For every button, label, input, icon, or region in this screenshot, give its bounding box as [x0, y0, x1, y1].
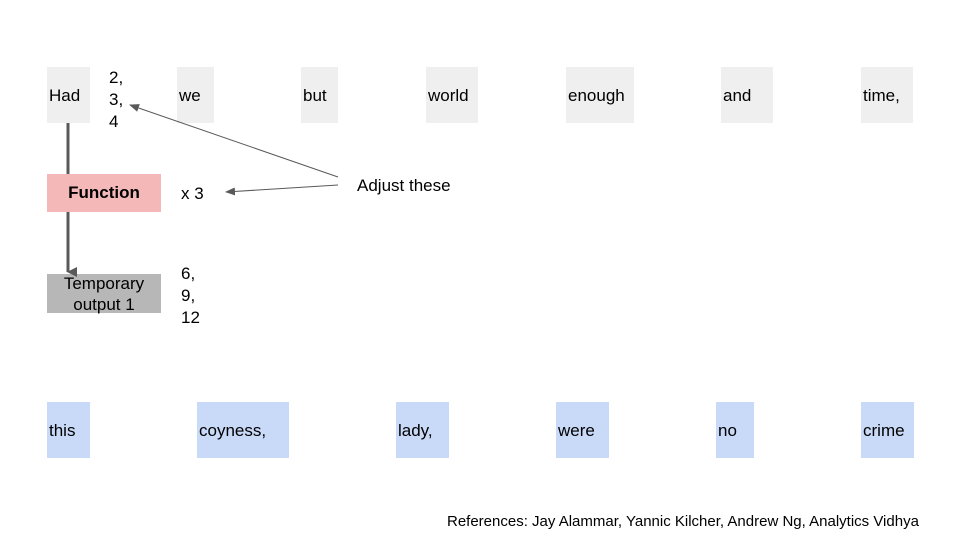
- token-top-but: but: [301, 67, 338, 123]
- multiplier-label: x 3: [181, 184, 204, 203]
- token-bottom-crime: crime: [861, 402, 914, 458]
- output-values: 6, 9, 12: [181, 263, 200, 329]
- token-bottom-were: were: [556, 402, 609, 458]
- function-box: Function: [47, 174, 161, 212]
- token-bottom-this: this: [47, 402, 90, 458]
- token-top-and: and: [721, 67, 773, 123]
- arrow-annotation-to-multiplier: [225, 184, 339, 196]
- annotation-label: Adjust these: [357, 176, 451, 195]
- input-value: 4: [109, 112, 119, 131]
- references-text: References: Jay Alammar, Yannic Kilcher,…: [447, 513, 919, 530]
- token-bottom-no: no: [716, 402, 754, 458]
- output-value: 6,: [181, 264, 196, 283]
- token-top-time: time,: [861, 67, 913, 123]
- token-bottom-lady: lady,: [396, 402, 449, 458]
- input-value: 2,: [109, 68, 124, 87]
- temporary-output-line1: Temporary: [63, 273, 145, 293]
- temporary-output-box: Temporary output 1: [47, 273, 161, 314]
- temporary-output-line2: output 1: [73, 294, 135, 314]
- token-bottom-coyness: coyness,: [197, 402, 289, 458]
- output-value: 9,: [181, 286, 196, 305]
- input-values: 2, 3, 4: [109, 67, 123, 133]
- token-top-world: world: [426, 67, 478, 123]
- output-value: 12: [181, 308, 200, 327]
- token-top-had: Had: [47, 67, 90, 123]
- input-value: 3,: [109, 90, 124, 109]
- token-top-enough: enough: [566, 67, 634, 123]
- arrow-annotation-to-inputs: [129, 104, 339, 178]
- token-top-we: we: [177, 67, 214, 123]
